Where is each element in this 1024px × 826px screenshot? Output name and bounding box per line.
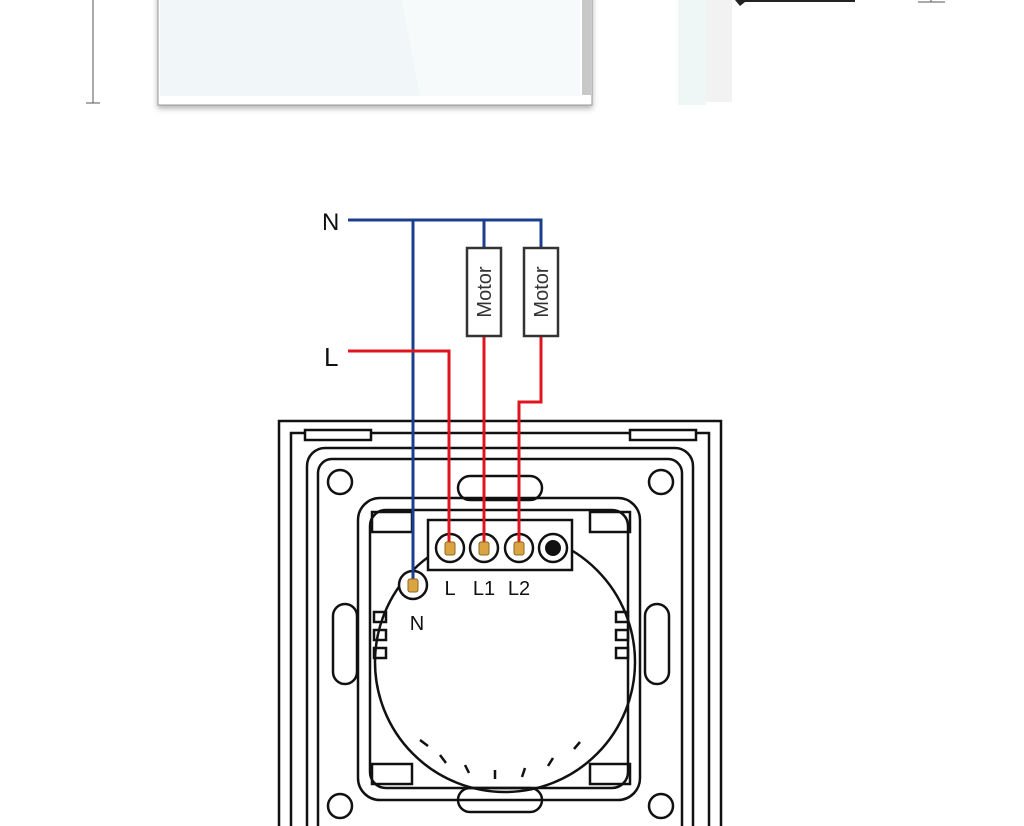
terminal-label-n: N: [410, 613, 424, 635]
product-front-view: [86, 0, 593, 106]
neutral-label: N: [322, 209, 339, 236]
terminal-pins: [407, 541, 525, 593]
motor-label-2: Motor: [531, 266, 553, 317]
motor-load-1: Motor: [465, 246, 503, 338]
switch-back-housing: [277, 419, 723, 826]
live-label: L: [324, 342, 338, 372]
product-side-view: [678, 0, 945, 105]
live-wires: [348, 336, 543, 546]
terminal-label-l2: L2: [508, 578, 530, 600]
terminal-label-l1: L1: [473, 578, 495, 600]
neutral-wires: [348, 218, 543, 582]
motor-label-1: Motor: [474, 266, 496, 317]
unused-terminal: [545, 540, 561, 556]
terminal-label-l: L: [444, 578, 455, 600]
motor-load-2: Motor: [522, 246, 560, 338]
